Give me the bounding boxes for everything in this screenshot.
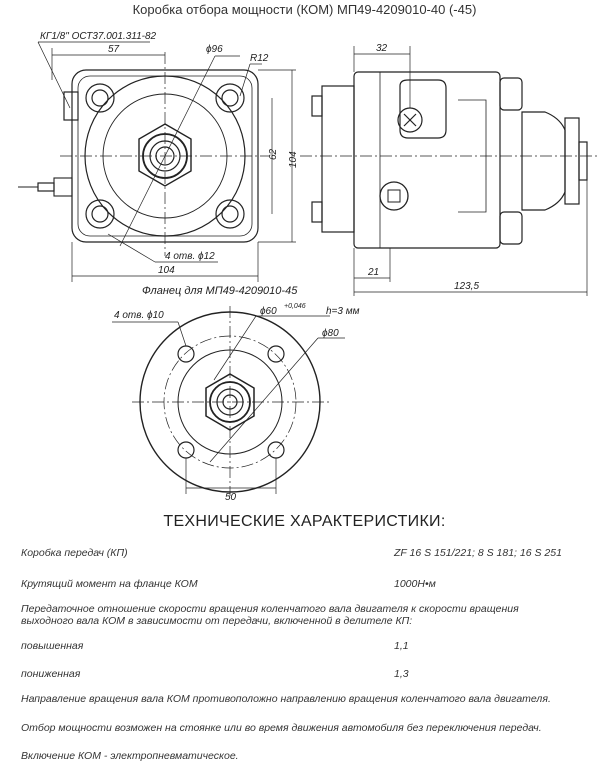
spec-torque-value: 1000Н•м xyxy=(394,578,436,590)
spec-engage: Включение КОМ - электропневматическое. xyxy=(21,750,239,762)
dim-holes-top: 4 отв. ϕ12 xyxy=(165,251,215,262)
spec-high-value: 1,1 xyxy=(394,640,409,652)
dim-57: 57 xyxy=(108,44,120,55)
dim-h: h=3 мм xyxy=(326,306,360,317)
flange-view xyxy=(112,306,345,496)
dim-d96: ϕ96 xyxy=(206,44,223,55)
spec-gearbox-label: Коробка передач (КП) xyxy=(21,547,128,559)
dim-r12: R12 xyxy=(250,53,269,64)
dim-holes-flange: 4 отв. ϕ10 xyxy=(114,310,164,321)
front-view xyxy=(18,41,296,282)
spec-ratio-line1: Передаточное отношение скорости вращения… xyxy=(21,603,519,615)
dim-104-vertical: 104 xyxy=(288,151,299,168)
dim-d60: ϕ60 xyxy=(260,306,277,317)
spec-high-label: повышенная xyxy=(21,640,84,652)
spec-low-label: пониженная xyxy=(21,668,81,680)
spec-ratio-line2: выходного вала КОМ в зависимости от пере… xyxy=(21,615,413,627)
dim-21: 21 xyxy=(367,267,379,278)
thread-label: КГ1/8" ОСТ37.001.311-82 xyxy=(40,31,157,42)
spec-rotation: Направление вращения вала КОМ противопол… xyxy=(21,693,551,705)
dim-d60-tolerance: +0,046 xyxy=(284,303,306,310)
flange-caption: Фланец для МП49-4209010-45 xyxy=(142,285,298,297)
spec-torque-label: Крутящий момент на фланце КОМ xyxy=(21,578,198,590)
dim-50: 50 xyxy=(225,492,237,503)
dim-d80: ϕ80 xyxy=(322,328,339,339)
side-view xyxy=(300,46,600,296)
dim-123-5: 123,5 xyxy=(454,281,479,292)
dim-62: 62 xyxy=(268,148,279,160)
spec-gearbox-value: ZF 16 S 151/221; 8 S 181; 16 S 251 xyxy=(394,547,562,559)
page-title: Коробка отбора мощности (КОМ) МП49-42090… xyxy=(132,2,477,17)
spec-takeoff: Отбор мощности возможен на стоянке или в… xyxy=(21,722,542,734)
specs-heading: ТЕХНИЧЕСКИЕ ХАРАКТЕРИСТИКИ: xyxy=(163,513,446,530)
spec-low-value: 1,3 xyxy=(394,668,409,680)
dim-104-horizontal: 104 xyxy=(158,265,175,276)
dim-32: 32 xyxy=(376,43,388,54)
technical-drawing: КГ1/8" ОСТ37.001.311-82 57 ϕ96 R12 62 10… xyxy=(18,31,600,503)
